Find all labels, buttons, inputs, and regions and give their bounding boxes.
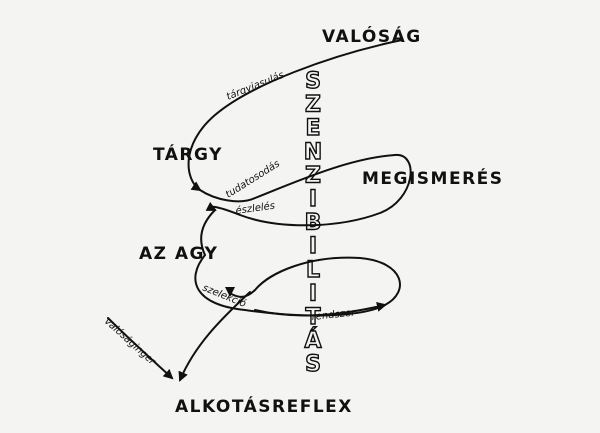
vertical-letter: I	[309, 234, 317, 259]
vertical-letter: I	[309, 187, 317, 212]
curve-to-alkotasreflex	[178, 291, 251, 382]
curve-eszleles-to-agy	[200, 209, 216, 256]
vertical-letter: B	[305, 211, 322, 236]
curve-megismeres-loop	[199, 153, 412, 227]
vertical-letter: Z	[305, 93, 321, 118]
edge-label-valosaginger: valóságinger	[102, 315, 159, 368]
vertical-letter: Á	[304, 328, 321, 354]
vertical-letter: E	[305, 116, 320, 141]
edge-label-targyiasulas: tárgyiasulás	[225, 69, 286, 103]
node-alkotasreflex: ALKOTÁSREFLEX	[175, 395, 353, 417]
flow-curves	[107, 39, 412, 382]
vertical-letter: T	[305, 305, 320, 330]
vertical-letter: L	[306, 258, 320, 283]
vertical-letter: S	[305, 69, 321, 94]
edge-label-eszleles: észlelés	[235, 200, 276, 217]
vertical-letter: N	[304, 140, 322, 165]
vertical-letter: Z	[305, 163, 321, 188]
curve-valosag-to-targy	[187, 39, 403, 192]
node-valosag: VALÓSÁG	[322, 25, 422, 47]
curve-valosaginger	[107, 317, 174, 380]
node-targy: TÁRGY	[153, 143, 223, 165]
curve-rendszer	[254, 301, 387, 317]
edge-label-tudatosodas: tudatosodás	[223, 158, 282, 201]
edge-label-rendszer: rendszer	[311, 307, 356, 323]
node-megismeres: MEGISMERÉS	[362, 167, 504, 189]
curve-agy-loop	[194, 254, 401, 317]
vertical-letter: I	[309, 281, 317, 306]
node-az-agy: AZ AGY	[139, 244, 218, 264]
vertical-letter: S	[305, 352, 321, 377]
